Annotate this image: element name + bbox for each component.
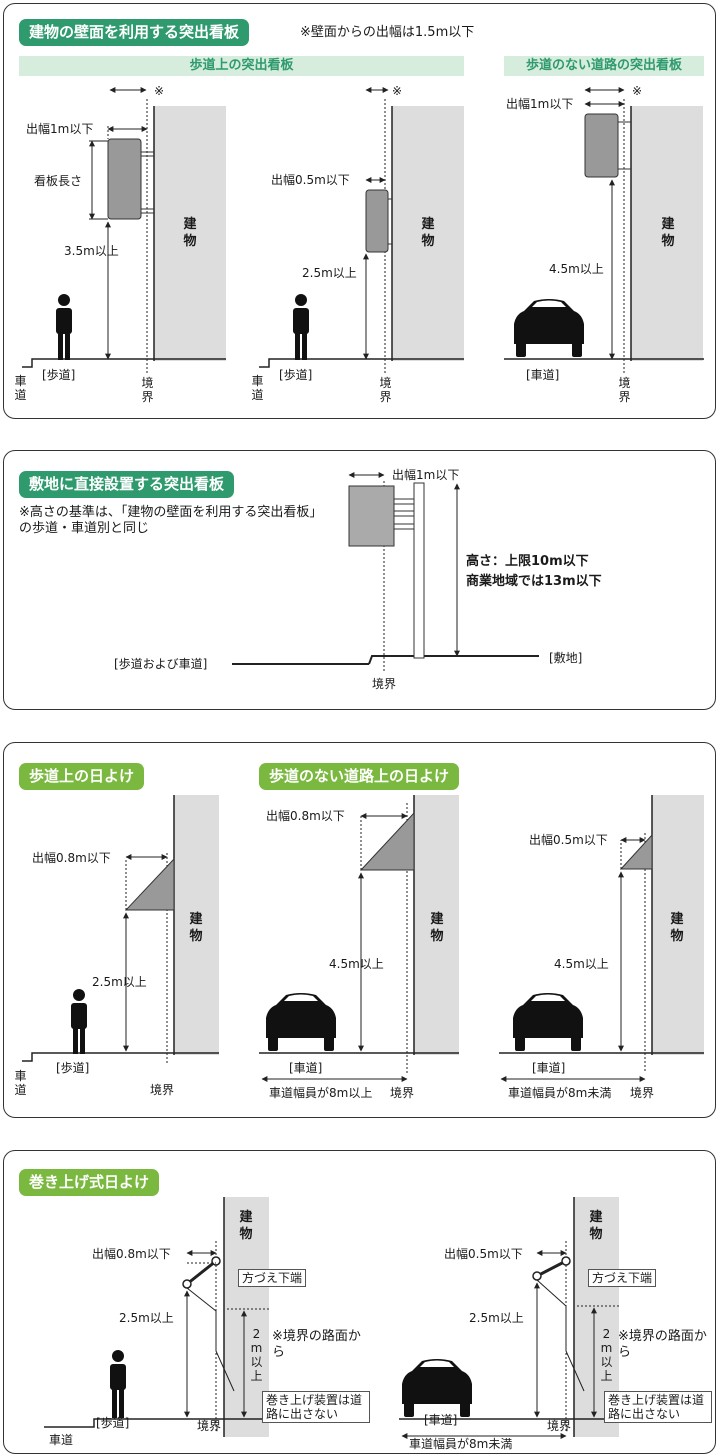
ground-line [22, 358, 226, 368]
no-sidewalk-sign-band: 歩道のない道路の突出看板 [504, 56, 704, 76]
retractable-awning-panel: 巻き上げ式日よけ [3, 1150, 716, 1454]
road-awning-title: 歩道のない道路上の日よけ [259, 763, 460, 790]
awning-panel: 歩道上の日よけ 歩道のない道路上の日よけ [3, 742, 716, 1118]
car-icon [514, 299, 584, 357]
ground-sign-panel: 敷地に直接設置する突出看板 ※高さの基準は、「建物の壁面を利用する突出看板」の歩… [3, 450, 716, 710]
sign-pole [413, 482, 425, 659]
retractable-awning-diagram [44, 1197, 619, 1439]
wall-sign-diagram [22, 87, 704, 374]
retractable-awning-title: 巻き上げ式日よけ [19, 1169, 160, 1196]
building-wall [154, 106, 226, 361]
wall-sign-panel: 建物の壁面を利用する突出看板 ※壁面からの出幅は1.5m以下 歩道上の突出看板 … [3, 3, 716, 419]
awning-diagram [22, 795, 704, 1082]
ground-sign-title: 敷地に直接設置する突出看板 [19, 471, 235, 498]
ground-sign-note: ※高さの基準は、「建物の壁面を利用する突出看板」の歩道・車道別と同じ [19, 505, 316, 536]
wall-sign-note: ※壁面からの出幅は1.5m以下 [300, 25, 475, 40]
wall-sign-title: 建物の壁面を利用する突出看板 [19, 19, 250, 46]
sign-board [107, 138, 142, 220]
person-icon [56, 294, 72, 360]
sidewalk-awning-title: 歩道上の日よけ [19, 763, 145, 790]
sign-board [348, 485, 395, 547]
awning [124, 857, 175, 911]
sidewalk-sign-band: 歩道上の突出看板 [19, 56, 464, 76]
ground-sign-diagram [232, 472, 539, 673]
